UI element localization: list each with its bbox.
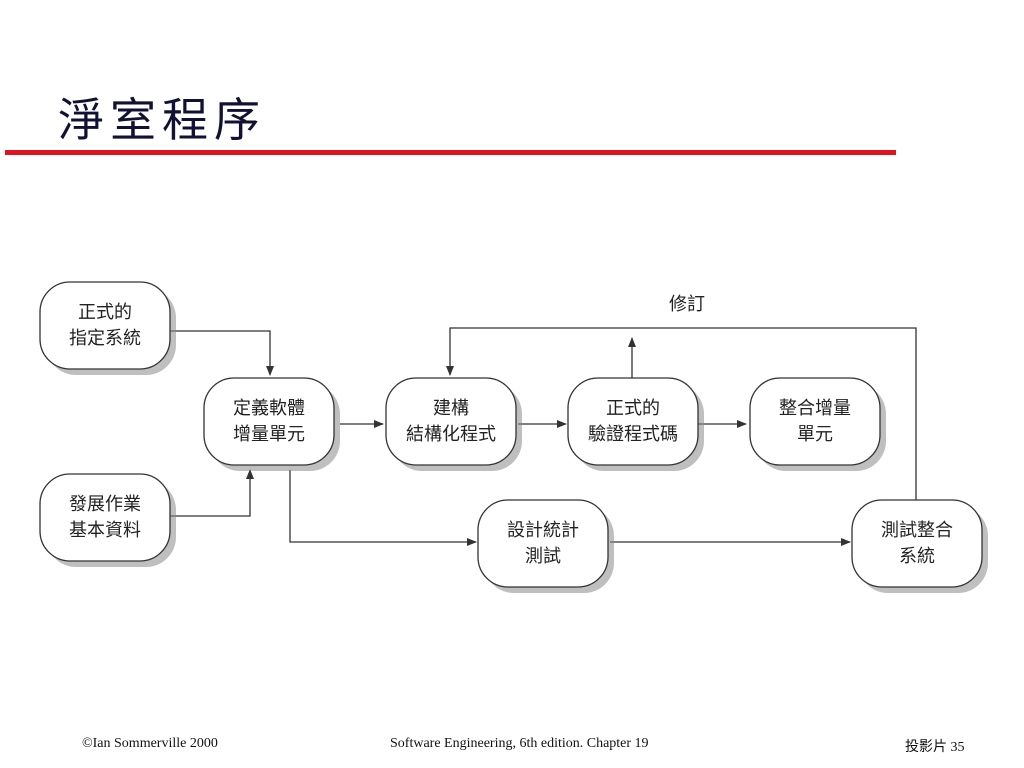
node-label-line: 驗證程式碼 bbox=[588, 424, 678, 445]
node-integrate-increment: 整合增量 單元 bbox=[749, 377, 886, 471]
node-label-line: 定義軟體 bbox=[233, 398, 305, 419]
node-label-line: 整合增量 bbox=[779, 398, 851, 419]
node-label-line: 單元 bbox=[797, 424, 833, 445]
title-underline bbox=[5, 150, 896, 155]
footer-copyright: ©Ian Sommerville 2000 bbox=[82, 736, 218, 751]
node-label-line: 正式的 bbox=[606, 398, 660, 419]
node-label-line: 指定系統 bbox=[69, 328, 141, 349]
node-formal-verify: 正式的 驗證程式碼 bbox=[567, 377, 704, 471]
node-label-line: 結構化程式 bbox=[406, 424, 496, 445]
arrow-test-system-feedback bbox=[446, 327, 917, 500]
node-design-tests: 設計統計 測試 bbox=[477, 499, 614, 593]
node-formal-specification: 正式的 指定系統 bbox=[39, 281, 176, 375]
node-label-line: 正式的 bbox=[78, 302, 132, 323]
footer-slide-number: 投影片 35 bbox=[905, 740, 965, 755]
arrow-spec-to-define bbox=[170, 330, 274, 376]
connectors bbox=[170, 327, 917, 546]
node-label-line: 設計統計 bbox=[507, 520, 579, 541]
footer-book-title: Software Engineering, 6th edition. Chapt… bbox=[390, 736, 649, 751]
node-define-increments: 定義軟體 增量單元 bbox=[203, 377, 340, 471]
node-test-system: 測試整合 系統 bbox=[851, 499, 988, 593]
label-revise: 修訂 bbox=[669, 294, 705, 315]
node-label-line: 發展作業 bbox=[69, 494, 141, 515]
node-label-line: 測試整合 bbox=[881, 520, 953, 541]
node-construct-program: 建構 結構化程式 bbox=[385, 377, 522, 471]
node-label-line: 系統 bbox=[899, 546, 935, 567]
slide-title: 淨室程序 bbox=[58, 93, 266, 147]
node-label-line: 測試 bbox=[525, 546, 561, 567]
node-label-line: 建構 bbox=[433, 398, 469, 419]
arrow-profile-to-define bbox=[170, 469, 254, 517]
node-label-line: 增量單元 bbox=[233, 424, 305, 445]
node-label-line: 基本資料 bbox=[69, 520, 141, 541]
node-develop-profile: 發展作業 基本資料 bbox=[39, 473, 176, 567]
arrow-define-to-design-tests bbox=[289, 470, 477, 546]
